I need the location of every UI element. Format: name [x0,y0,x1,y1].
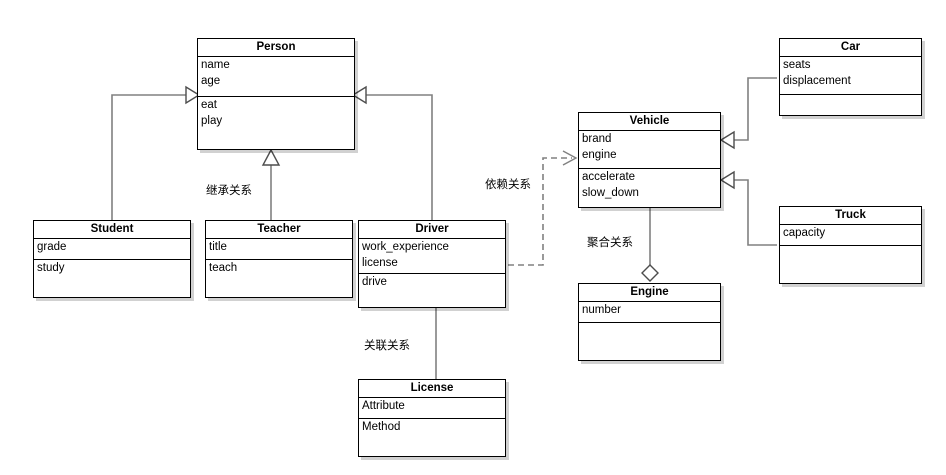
class-methods-license: Method [359,419,505,457]
method-item: slow_down [582,187,639,199]
method-item: study [37,262,65,274]
class-title-truck: Truck [780,207,921,225]
edge-driver-vehicle[interactable] [508,150,578,266]
attribute-item: displacement [783,75,851,87]
attribute-item: seats [783,59,811,71]
class-attributes-person: name age [198,57,354,97]
generalization-arrowhead [719,170,735,190]
class-box-engine[interactable]: Engine number [578,283,721,361]
method-item: Method [362,421,401,433]
edge-label-aggregation: 聚合关系 [587,235,633,249]
method-item: teach [209,262,238,274]
edge-car-vehicle[interactable] [719,77,777,150]
class-title-license: License [359,380,505,398]
edge-teacher-person[interactable] [261,148,281,220]
edge-driver-person[interactable] [351,85,433,220]
attribute-item: number [582,304,621,316]
edge-truck-vehicle[interactable] [719,170,777,246]
class-methods-student: study [34,260,190,298]
edge-label-dependency: 依赖关系 [485,177,531,191]
method-item: drive [362,276,387,288]
method-item: play [201,115,223,127]
class-box-student[interactable]: Student grade study [33,220,191,298]
class-attributes-car: seats displacement [780,57,921,95]
class-box-vehicle[interactable]: Vehicle brand engine accelerate slow_dow… [578,112,721,208]
class-title-car: Car [780,39,921,57]
class-attributes-student: grade [34,239,190,260]
edge-student-person[interactable] [111,85,201,220]
generalization-arrowhead [351,85,367,105]
class-box-driver[interactable]: Driver work_experience license drive [358,220,506,308]
class-methods-truck [780,246,921,284]
class-title-vehicle: Vehicle [579,113,720,131]
attribute-item: license [362,257,398,269]
generalization-arrowhead [261,148,281,166]
class-box-person[interactable]: Person name age eat play [197,38,355,150]
class-attributes-engine: number [579,302,720,323]
attribute-item: name [201,59,230,71]
class-methods-car [780,95,921,116]
class-attributes-teacher: title [206,239,352,260]
class-attributes-vehicle: brand engine [579,131,720,169]
class-title-student: Student [34,221,190,239]
class-title-person: Person [198,39,354,57]
attribute-item: title [209,241,227,253]
class-attributes-driver: work_experience license [359,239,505,274]
class-methods-person: eat play [198,97,354,150]
attribute-item: grade [37,241,67,253]
generalization-arrowhead [719,130,735,150]
attribute-item: age [201,75,221,87]
class-box-truck[interactable]: Truck capacity [779,206,922,284]
class-title-engine: Engine [579,284,720,302]
method-item: accelerate [582,171,636,183]
class-box-license[interactable]: License Attribute Method [358,379,506,457]
class-methods-engine [579,323,720,361]
attribute-item: Attribute [362,400,405,412]
attribute-item: engine [582,149,617,161]
edge-label-association: 关联关系 [364,338,410,352]
class-attributes-truck: capacity [780,225,921,246]
edge-label-inheritance: 继承关系 [206,183,252,197]
class-methods-vehicle: accelerate slow_down [579,169,720,208]
attribute-item: brand [582,133,612,145]
class-box-teacher[interactable]: Teacher title teach [205,220,353,298]
class-title-teacher: Teacher [206,221,352,239]
edge-vehicle-engine[interactable] [641,208,659,282]
attribute-item: capacity [783,227,826,239]
method-item: eat [201,99,217,111]
class-methods-teacher: teach [206,260,352,298]
aggregation-diamond [641,264,659,282]
class-title-driver: Driver [359,221,505,239]
attribute-item: work_experience [362,241,449,253]
class-attributes-license: Attribute [359,398,505,419]
class-methods-driver: drive [359,274,505,308]
generalization-arrowhead [185,85,201,105]
dependency-arrowhead [562,150,578,166]
class-box-car[interactable]: Car seats displacement [779,38,922,116]
